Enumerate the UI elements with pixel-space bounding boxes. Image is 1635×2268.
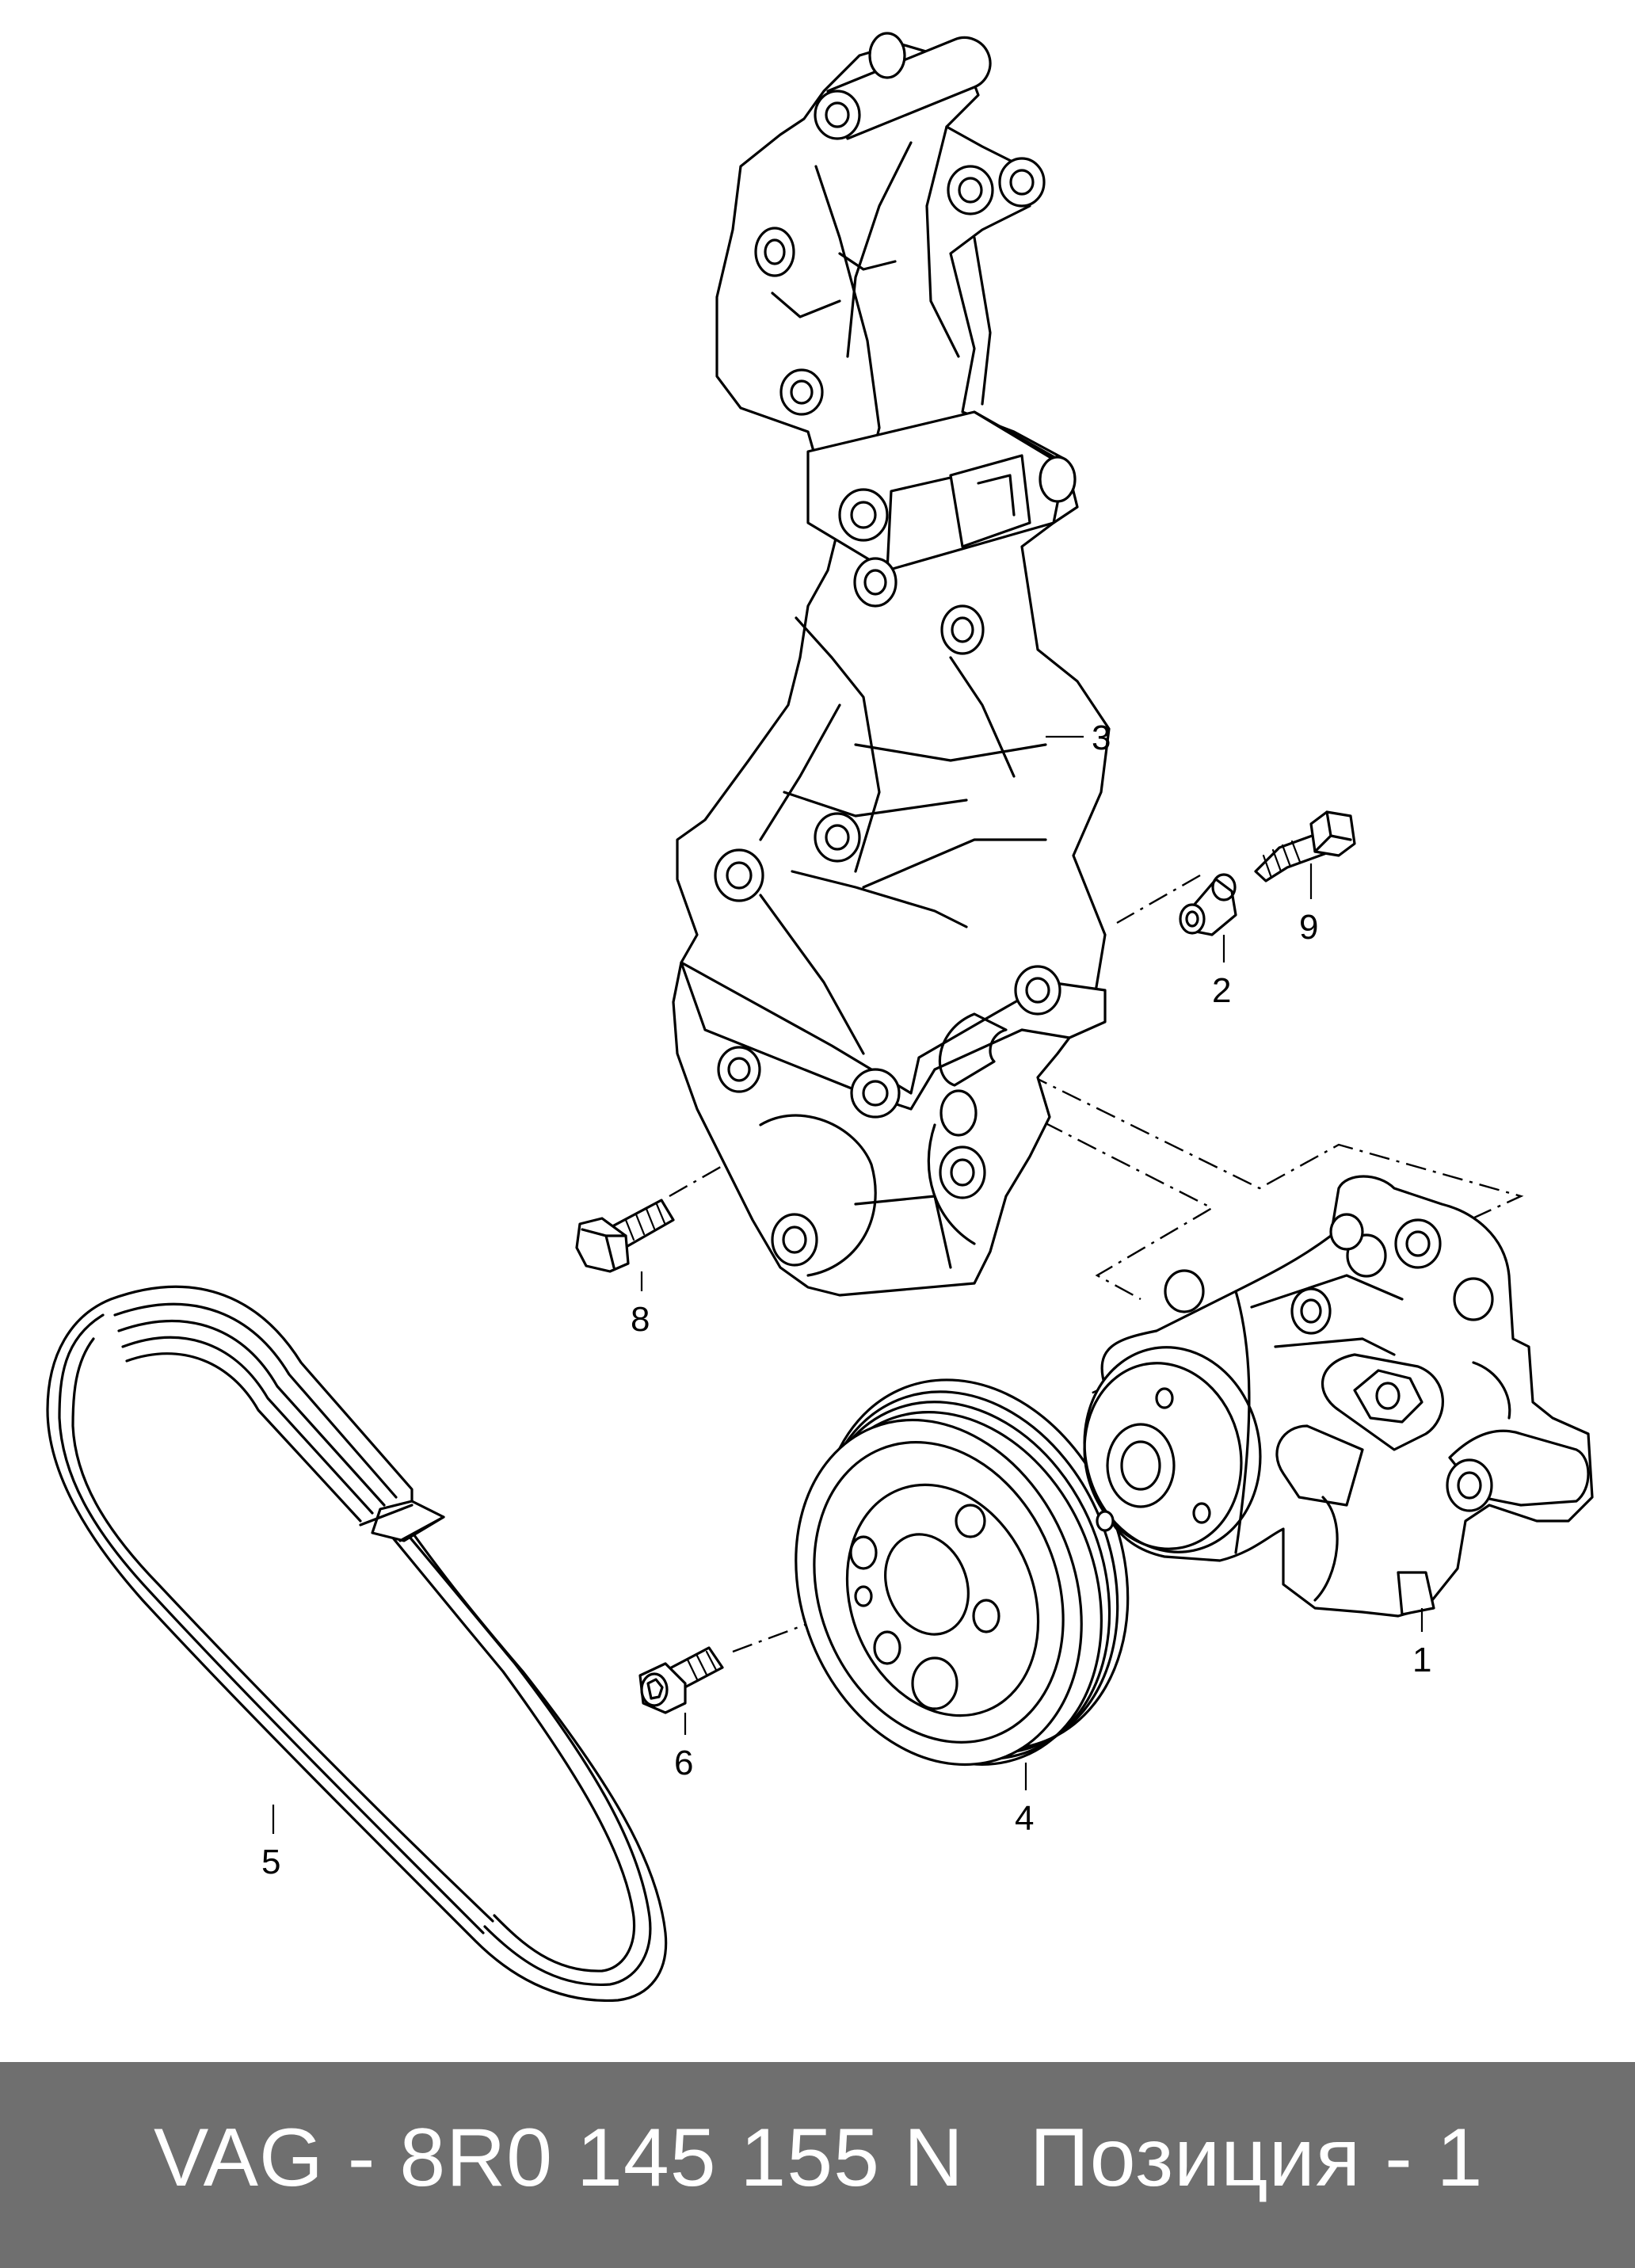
callout-4: 4	[1015, 1799, 1034, 1838]
callout-6: 6	[674, 1744, 693, 1782]
callout-9: 9	[1299, 908, 1318, 947]
callout-1: 1	[1412, 1641, 1431, 1679]
position-label: Позиция - 1	[1030, 2112, 1484, 2204]
callout-5: 5	[261, 1843, 280, 1881]
callout-8: 8	[631, 1300, 650, 1339]
callout-2: 2	[1212, 971, 1231, 1010]
callouts: 3 2 9 8 1 6 4 5	[261, 719, 1431, 1881]
callout-3: 3	[1092, 719, 1111, 757]
pulley	[795, 1378, 1130, 1767]
ribbed-v-belt	[46, 1285, 668, 2003]
exploded-parts-diagram: 3 2 9 8 1 6 4 5	[46, 32, 1594, 2003]
part-number-label: VAG - 8R0 145 155 N	[154, 2112, 964, 2204]
bracket-bolt	[575, 1199, 675, 1273]
pulley-bolt	[638, 1646, 724, 1714]
power-steering-pump	[1083, 1175, 1594, 1618]
sleeve-bolt	[1254, 810, 1356, 882]
mounting-bracket	[672, 32, 1111, 1297]
spacer-sleeve	[1179, 873, 1237, 936]
caption-bar: VAG - 8R0 145 155 N Позиция - 1	[0, 2062, 1635, 2268]
